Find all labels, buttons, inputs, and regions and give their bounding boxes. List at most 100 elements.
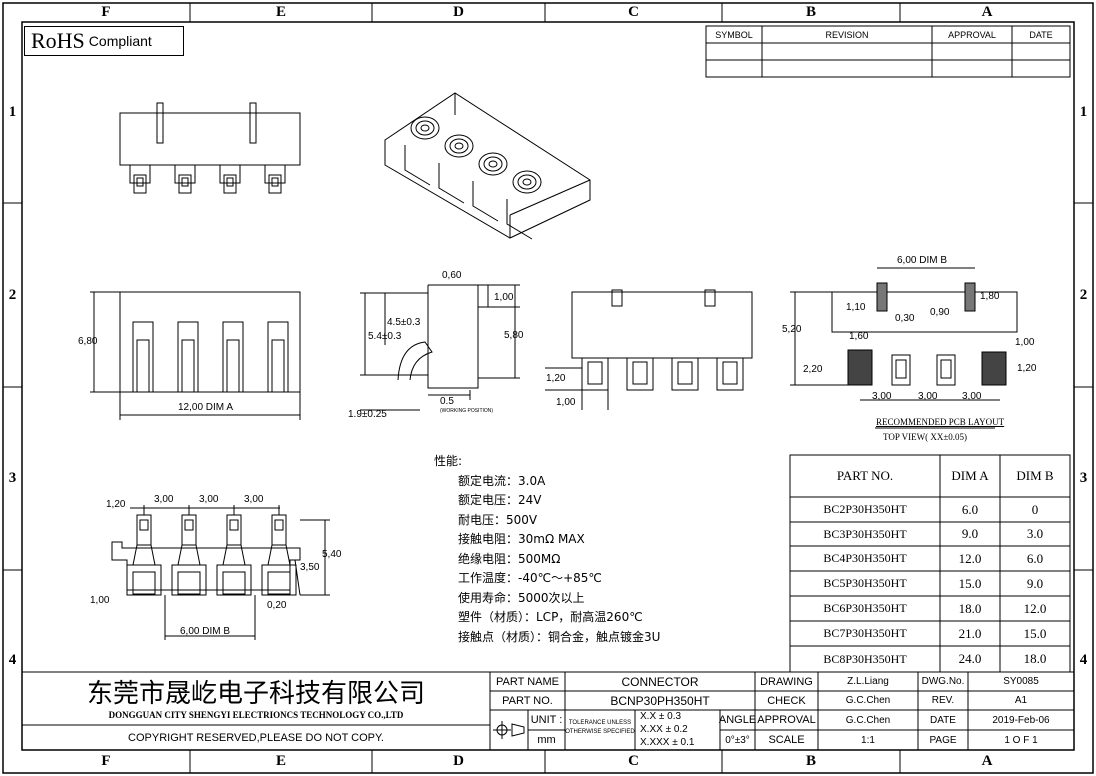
specs-block: 性能: 额定电流：3.0A 额定电压：24V 耐电压：500V 接触电阻：30m… — [434, 452, 660, 647]
dim-side-working-position: (WORKING POSITION) — [440, 408, 494, 414]
table-row-partno: BC3P30H350HT — [823, 526, 907, 541]
dim-side-45: 4.5±0.3 — [387, 317, 421, 328]
dim-bot-120: 1,20 — [106, 499, 126, 510]
pcb-layout-subtitle: TOP VIEW( XX±0.05) — [883, 432, 968, 442]
isometric-drawing — [384, 92, 591, 240]
table-row-partno: BC6P30H350HT — [823, 601, 907, 615]
spec-line: 额定电流：3.0A — [458, 473, 546, 488]
spec-line: 使用寿命：5000次以上 — [458, 590, 585, 605]
table-row-dima: 15.0 — [958, 575, 982, 591]
dim-bot-020: 0,20 — [267, 600, 287, 611]
dim-pcb-520: 5,20 — [782, 324, 802, 335]
dim-bot-540: 5,40 — [322, 549, 342, 560]
table-row-dima: 21.0 — [958, 625, 982, 641]
dim-bot-100: 1,00 — [90, 595, 110, 606]
zone-right-3: 3 — [1079, 470, 1088, 486]
pcb-layout-drawing — [790, 267, 1018, 429]
pcb-layout-title: RECOMMENDED PCB LAYOUT — [876, 417, 1005, 427]
table-row-partno: BC8P30H350HT — [823, 651, 907, 666]
dim-pcb-030: 0,30 — [895, 313, 915, 324]
page-label: PAGE — [929, 734, 957, 746]
zone-top-d: D — [453, 4, 464, 20]
rev-header-symbol: SYMBOL — [715, 29, 753, 40]
table-row-dimb: 3.0 — [1026, 526, 1044, 541]
spec-line: 绝缘电阻：500MΩ — [458, 551, 561, 566]
spec-line: 接触点（材质）：铜合金，触点镀金3U — [458, 629, 661, 644]
part-no-value: BCNP30PH350HT — [610, 693, 710, 708]
zone-left-3: 3 — [8, 470, 17, 486]
rev-label: REV. — [931, 695, 955, 706]
dim-pcb-180: 1,80 — [980, 291, 1000, 302]
zone-left-2: 2 — [8, 286, 17, 303]
table-row-dimb: 9.0 — [1026, 575, 1044, 591]
parts-header-partno: PART NO. — [836, 468, 894, 483]
dim-bot-300a: 3,00 — [154, 494, 174, 505]
zone-top-e: E — [275, 4, 286, 20]
part-name-value: CONNECTOR — [621, 674, 699, 689]
spec-line: 工作温度：-40℃～+85℃ — [458, 571, 602, 585]
tolerance-label-2: OTHERWISE SPECIFIED — [565, 729, 635, 735]
rev-value: A1 — [1014, 695, 1028, 706]
rev-header-approval: APPROVAL — [948, 29, 996, 40]
table-row-partno: BC7P30H350HT — [823, 626, 907, 640]
approval-value: G.C.Chen — [845, 714, 891, 726]
front-view-drawing — [90, 291, 301, 420]
dim-pcb-dim-b: 6,00 DIM B — [897, 255, 948, 266]
tolerance-1: X.X ± 0.3 — [640, 711, 682, 722]
spec-line: 塑件（材质）：LCP，耐高温260℃ — [458, 610, 643, 624]
table-row-partno: BC5P30H350HT — [823, 576, 907, 590]
dim-side-580: 5,80 — [504, 330, 524, 341]
approval-label: APPROVAL — [757, 714, 816, 726]
dim-pcb-110: 1,10 — [846, 302, 866, 313]
table-row-dimb: 0 — [1031, 501, 1039, 517]
table-row-dima: 12.0 — [958, 550, 982, 566]
side-view-drawing — [360, 284, 520, 411]
dim-bot-350: 3,50 — [300, 562, 320, 573]
dwg-label: DWG.No. — [921, 676, 965, 687]
company-name-cn: 东莞市晟屹电子科技有限公司 — [86, 678, 425, 709]
rohs-main: RoHS — [31, 28, 85, 53]
tolerance-2: X.XX ± 0.2 — [640, 724, 688, 735]
dim-bot-300b: 3,00 — [199, 494, 219, 505]
check-value: G.C.Chen — [845, 695, 891, 706]
dim-front-height: 6,80 — [78, 336, 98, 347]
rev-header-date: DATE — [1029, 29, 1053, 40]
tolerance-3: X.XXX ± 0.1 — [640, 737, 695, 748]
table-row-dima: 6.0 — [961, 501, 979, 517]
zone-left-1: 1 — [8, 104, 17, 120]
dim-side-100: 1,00 — [494, 292, 514, 303]
dim-rear-120: 1,20 — [546, 373, 566, 384]
table-row-dimb: 18.0 — [1023, 651, 1047, 666]
dim-pcb-300b: 3,00 — [918, 391, 938, 402]
dim-pcb-300c: 3,00 — [962, 391, 982, 402]
part-name-label: PART NAME — [496, 675, 559, 688]
dim-pcb-300a: 3,00 — [872, 391, 892, 402]
drawing-label: DRAWING — [760, 675, 813, 688]
table-row-dima: 18.0 — [958, 600, 982, 616]
dim-pcb-220: 2,20 — [803, 364, 823, 375]
zone-bottom-f: F — [101, 753, 111, 769]
table-row-partno: BC2P30H350HT — [823, 502, 907, 516]
rohs-sub: Compliant — [88, 33, 152, 49]
rohs-badge: RoHS Compliant — [24, 26, 184, 56]
company-name-en: DONGGUAN CITY SHENGYI ELECTRIONCS TECHNO… — [108, 710, 404, 720]
zone-top-f: F — [101, 4, 111, 20]
unit-label: UNIT : — [530, 714, 563, 726]
projection-icon — [490, 710, 528, 750]
scale-value: 1:1 — [861, 734, 875, 746]
dim-side-19: 1.9±0.25 — [348, 409, 387, 420]
dim-front-width: 12,00 DIM A — [178, 402, 234, 413]
angle-value: 0°±3° — [725, 734, 750, 746]
top-view-drawing — [119, 102, 301, 194]
spec-line: 额定电压：24V — [458, 493, 542, 507]
angle-label: ANGLE — [718, 714, 757, 726]
part-no-label: PART NO. — [502, 694, 553, 707]
zone-bottom-d: D — [453, 753, 464, 769]
copyright-notice: COPYRIGHT RESERVED,PLEASE DO NOT COPY. — [128, 731, 384, 744]
dim-pcb-120: 1,20 — [1017, 363, 1037, 374]
dim-side-54: 5.4±0.3 — [368, 331, 402, 342]
dim-pcb-100: 1,00 — [1015, 337, 1035, 348]
zone-bottom-c: C — [628, 753, 639, 769]
zone-right-1: 1 — [1079, 104, 1088, 120]
